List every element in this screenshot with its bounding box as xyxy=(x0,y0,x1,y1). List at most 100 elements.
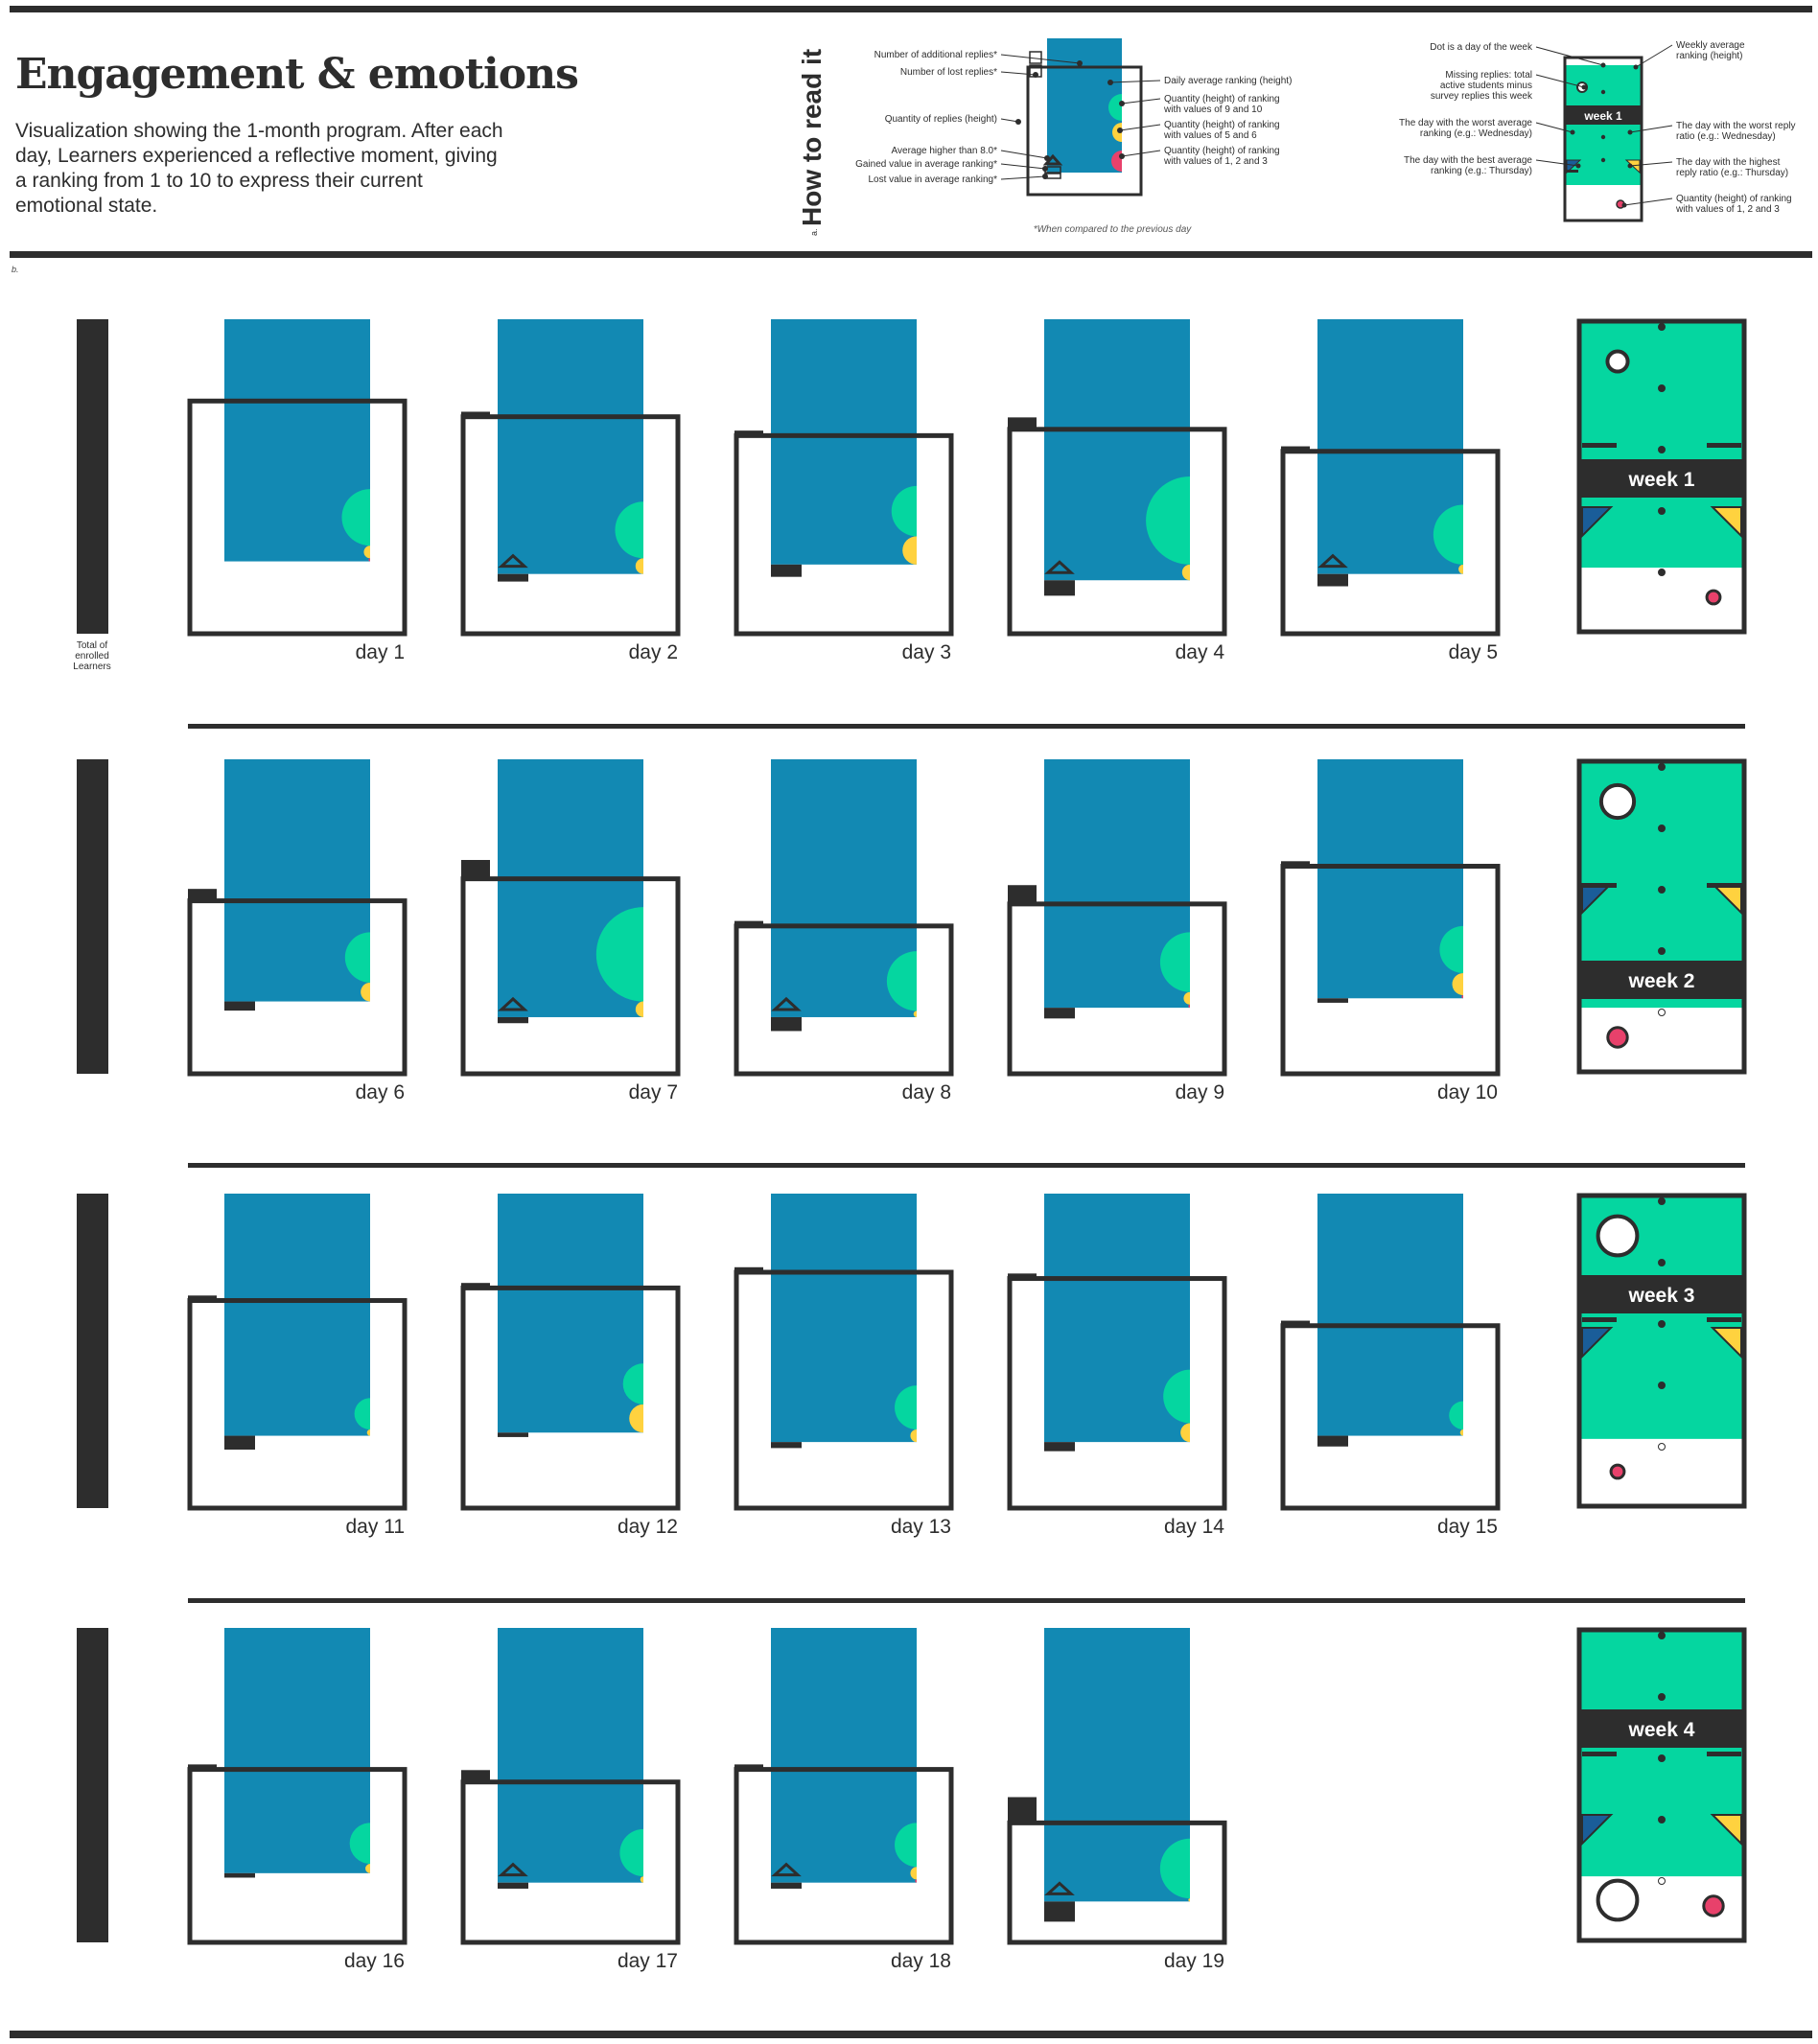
week-band xyxy=(1579,459,1744,498)
gained-value-block xyxy=(771,1442,802,1449)
day-label: day 10 xyxy=(1437,1081,1498,1103)
legend-b-tick xyxy=(1628,105,1640,108)
replies-frame xyxy=(460,1285,681,1511)
legend-b-leader xyxy=(1535,159,1579,167)
replies-frame xyxy=(1007,1276,1227,1511)
legend-b-left-label-line: Dot is a day of the week xyxy=(1430,42,1533,53)
legend-a-left-label-line: Quantity of replies (height) xyxy=(885,114,997,125)
low-ranking-circle xyxy=(1705,589,1722,606)
legend-a-leader-dot xyxy=(1077,60,1083,66)
replies-frame xyxy=(1280,864,1501,1077)
replies-frame xyxy=(1007,427,1227,637)
week-glyph: week 3 xyxy=(1576,1193,1747,1509)
above-8-triangle xyxy=(1044,1881,1075,1895)
legend-a-left-label-line: Lost value in average ranking* xyxy=(868,174,997,185)
mid-ranking-half xyxy=(366,1429,370,1436)
low-ranking-half xyxy=(368,558,370,562)
mid-ranking-half xyxy=(910,1867,917,1880)
mid-ranking-half xyxy=(913,1010,917,1017)
legend-a-leader-dot xyxy=(1044,155,1050,161)
legend-a-right-label-line: with values of 5 and 6 xyxy=(1163,130,1257,141)
legend-a-leader xyxy=(1119,124,1161,131)
day-glyph: day 5 xyxy=(1280,319,1501,663)
week-day-dot xyxy=(1658,1197,1666,1205)
legend-a-leader xyxy=(1000,71,1037,76)
legend-b-right-label-line: ranking (height) xyxy=(1676,51,1742,61)
week-day-dot xyxy=(1658,1382,1666,1389)
day-glyph: day 13 xyxy=(734,1194,954,1538)
day-label: day 4 xyxy=(1176,641,1225,663)
day-glyph: day 9 xyxy=(1007,759,1227,1103)
week-day-dot xyxy=(1658,886,1666,894)
top-rule xyxy=(10,6,1812,12)
mid-ranking-half xyxy=(365,1864,370,1873)
legend-b-leader xyxy=(1535,122,1573,133)
above-8-triangle xyxy=(771,1862,802,1877)
mid-ranking-half xyxy=(910,1429,917,1443)
mid-ranking-half xyxy=(1188,1898,1190,1902)
day-label: day 8 xyxy=(902,1081,951,1103)
day-glyph: day 2 xyxy=(460,319,681,663)
mid-ranking-half xyxy=(1459,1429,1463,1436)
gained-value-block xyxy=(224,1001,255,1011)
legend-b-day-dot xyxy=(1600,89,1606,95)
day-label: day 15 xyxy=(1437,1516,1498,1538)
replies-change-block xyxy=(1008,1797,1037,1825)
legend-a-right-label-line: with values of 1, 2 and 3 xyxy=(1163,156,1268,167)
day-glyph: day 18 xyxy=(734,1628,954,1972)
week-tick xyxy=(1582,443,1617,448)
high-ranking-half xyxy=(895,1385,917,1429)
legend-a-left-label: Number of lost replies* xyxy=(900,67,997,78)
week-band xyxy=(1579,1709,1744,1748)
legend-b-right-label-line: Quantity (height) of ranking xyxy=(1676,194,1792,204)
replies-frame xyxy=(1280,1323,1501,1511)
header-divider xyxy=(10,251,1812,258)
high-ranking-half xyxy=(595,907,643,1002)
legend-b-leader-dot xyxy=(1570,129,1575,135)
legend-a-right-label-line: Quantity (height) of ranking xyxy=(1164,146,1280,156)
legend-b-week-label: week 1 xyxy=(1583,109,1622,123)
replies-change-block xyxy=(734,430,763,438)
enrolled-bar xyxy=(77,759,108,1074)
low-ranking-half xyxy=(915,1879,917,1883)
high-ranking-half xyxy=(1449,1401,1463,1429)
missing-replies-circle xyxy=(1596,1878,1640,1922)
legend-a-leader-dot xyxy=(1042,166,1048,172)
day-glyph: day 7 xyxy=(460,759,681,1103)
legend-a-right-label-line: Quantity (height) of ranking xyxy=(1164,94,1280,105)
day-label: day 5 xyxy=(1449,641,1498,663)
day-glyph: day 17 xyxy=(460,1628,681,1972)
replies-frame xyxy=(1007,1820,1227,1945)
high-ranking-half xyxy=(1146,476,1190,565)
day-label: day 12 xyxy=(618,1516,678,1538)
gained-value-block xyxy=(224,1435,255,1451)
mid-ranking-half xyxy=(640,1876,643,1883)
legend-a-left-label: Number of additional replies* xyxy=(874,50,998,60)
legend-a-leader xyxy=(1000,54,1081,64)
legend-a-leader-dot xyxy=(1033,72,1038,78)
low-ranking-circle xyxy=(1606,1026,1629,1049)
gained-value-block xyxy=(771,1016,802,1032)
enrolled-bar xyxy=(77,1628,108,1942)
mid-ranking-half xyxy=(902,536,917,565)
legend-a-left-label-line: Number of lost replies* xyxy=(900,67,997,78)
high-ranking-half xyxy=(1163,1369,1190,1424)
day-label: day 14 xyxy=(1164,1516,1224,1538)
replies-frame xyxy=(460,876,681,1077)
week-glyph: week 4 xyxy=(1576,1627,1747,1943)
legend-b-left-label-line: active students minus xyxy=(1440,81,1532,91)
week-day-dot xyxy=(1658,1816,1666,1823)
worst-average-triangle xyxy=(1581,1327,1614,1359)
replies-change-block xyxy=(188,889,217,903)
gained-value-block xyxy=(498,573,528,582)
day-glyph: day 19 xyxy=(1007,1628,1227,1972)
legend-a-left-label-line: Number of additional replies* xyxy=(874,50,998,60)
day-glyph: day 14 xyxy=(1007,1194,1227,1538)
week-label: week 3 xyxy=(1628,1285,1695,1307)
gained-value-block xyxy=(498,1882,528,1889)
mid-ranking-half xyxy=(1183,991,1190,1005)
gained-value-block xyxy=(1317,1435,1348,1447)
